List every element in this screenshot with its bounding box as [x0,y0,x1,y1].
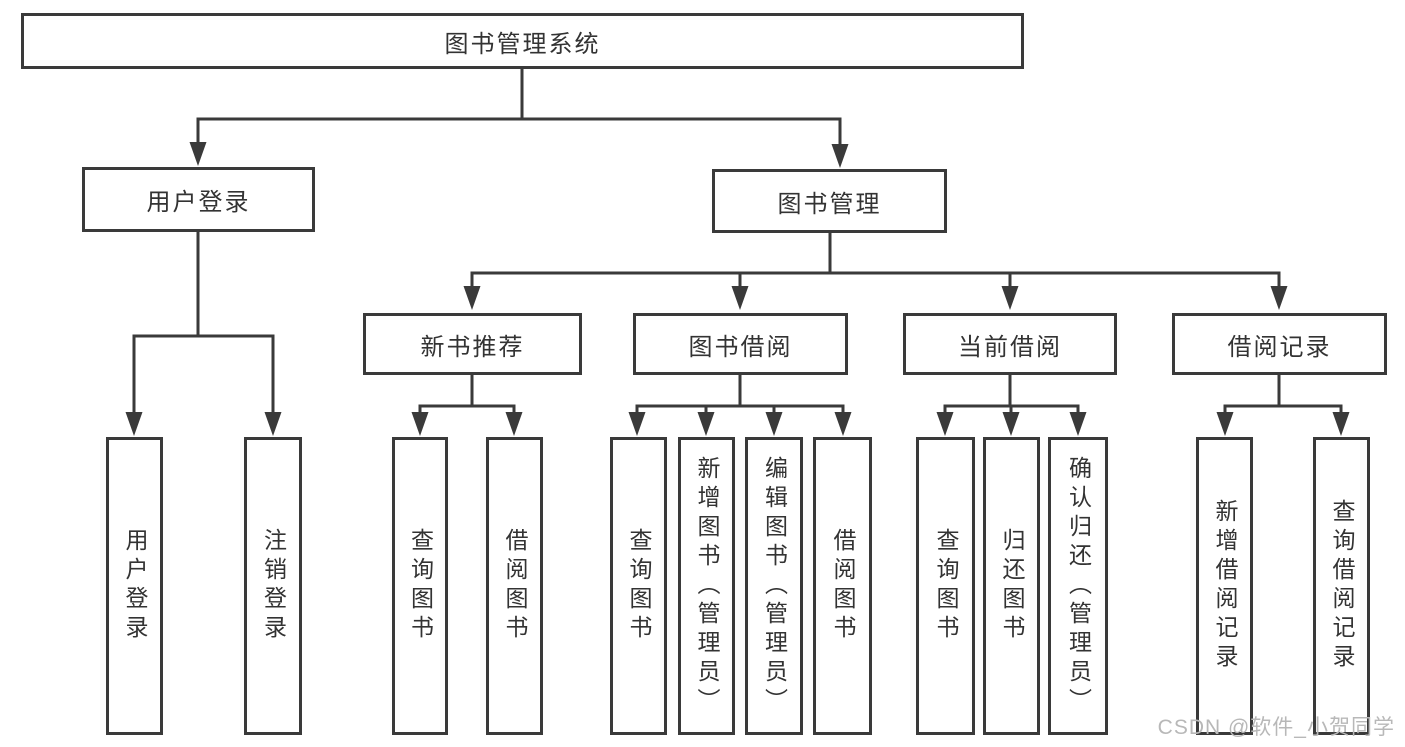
node-current-borrow-label: 当前借阅 [958,333,1062,361]
node-root-label: 图书管理系统 [444,30,601,58]
arrowhead [834,412,852,436]
arrowhead [697,412,715,436]
node-borrow-records: 借阅记录 [1172,313,1387,375]
leaf-logout: 注销登录 [244,437,302,735]
connector-user-login [132,230,275,418]
leaf-query-borrow-record-label: 查询借阅记录 [1329,499,1355,673]
arrowhead [1001,286,1019,310]
leaf-add-book-admin-label: 新增图书（管理员） [694,455,720,717]
node-user-login-label: 用户登录 [146,189,251,216]
arrowhead [831,144,849,168]
node-new-book-recommend-label: 新书推荐 [420,333,525,361]
node-new-book-recommend: 新书推荐 [363,313,582,375]
connector-root [196,68,842,150]
node-book-management-label: 图书管理 [777,190,882,218]
leaf-edit-book-admin: 编辑图书（管理员） [745,437,803,735]
leaf-confirm-return-admin-label: 确认归还（管理员） [1065,455,1092,717]
arrowhead [1069,412,1087,436]
connector-new-book [418,373,516,418]
leaf-query-borrow-record: 查询借阅记录 [1313,437,1370,735]
leaf-query-books-3: 查询图书 [916,437,975,735]
leaf-user-login-label: 用户登录 [122,528,148,644]
leaf-borrow-books-2-label: 借阅图书 [830,528,856,644]
arrowhead [936,412,954,436]
arrowhead [264,412,282,436]
leaf-borrow-books-1-label: 借阅图书 [502,528,528,644]
arrowhead [1216,412,1234,436]
leaf-add-borrow-record: 新增借阅记录 [1196,437,1253,735]
arrowhead [731,286,749,310]
leaf-edit-book-admin-label: 编辑图书（管理员） [761,455,788,717]
arrowhead [765,412,783,436]
connector-borrow-records [1223,373,1343,418]
arrowhead [463,286,481,310]
leaf-query-books-2: 查询图书 [610,437,667,735]
node-borrow-records-label: 借阅记录 [1227,333,1332,361]
leaf-return-book-label: 归还图书 [999,528,1025,644]
leaf-query-books-2-label: 查询图书 [626,528,652,644]
leaf-user-login: 用户登录 [106,437,163,735]
arrowhead [411,412,429,436]
leaf-logout-label: 注销登录 [260,528,287,644]
connector-book-borrow [635,373,845,418]
leaf-return-book: 归还图书 [983,437,1040,735]
node-book-management: 图书管理 [712,169,947,233]
arrowhead [125,412,143,436]
leaf-add-book-admin: 新增图书（管理员） [678,437,735,735]
leaf-borrow-books-1: 借阅图书 [486,437,543,735]
arrowhead [1332,412,1350,436]
arrowhead [505,412,523,436]
leaf-query-books-3-label: 查询图书 [933,528,959,644]
watermark: CSDN @软件_小贺同学 [1157,716,1395,739]
node-root: 图书管理系统 [21,13,1024,69]
node-current-borrow: 当前借阅 [903,313,1117,375]
leaf-borrow-books-2: 借阅图书 [813,437,872,735]
arrowhead [1002,412,1020,436]
leaf-confirm-return-admin: 确认归还（管理员） [1048,437,1108,735]
arrowhead [628,412,646,436]
connector-book-mgmt [470,231,1281,292]
connector-current-borrow [943,373,1080,418]
arrowhead [189,142,207,166]
leaf-query-books-1-label: 查询图书 [407,528,434,644]
node-book-borrow: 图书借阅 [633,313,848,375]
arrowhead [1270,286,1288,310]
node-user-login: 用户登录 [82,167,315,232]
leaf-add-borrow-record-label: 新增借阅记录 [1212,499,1238,673]
leaf-query-books-1: 查询图书 [392,437,448,735]
node-book-borrow-label: 图书借阅 [688,333,793,361]
